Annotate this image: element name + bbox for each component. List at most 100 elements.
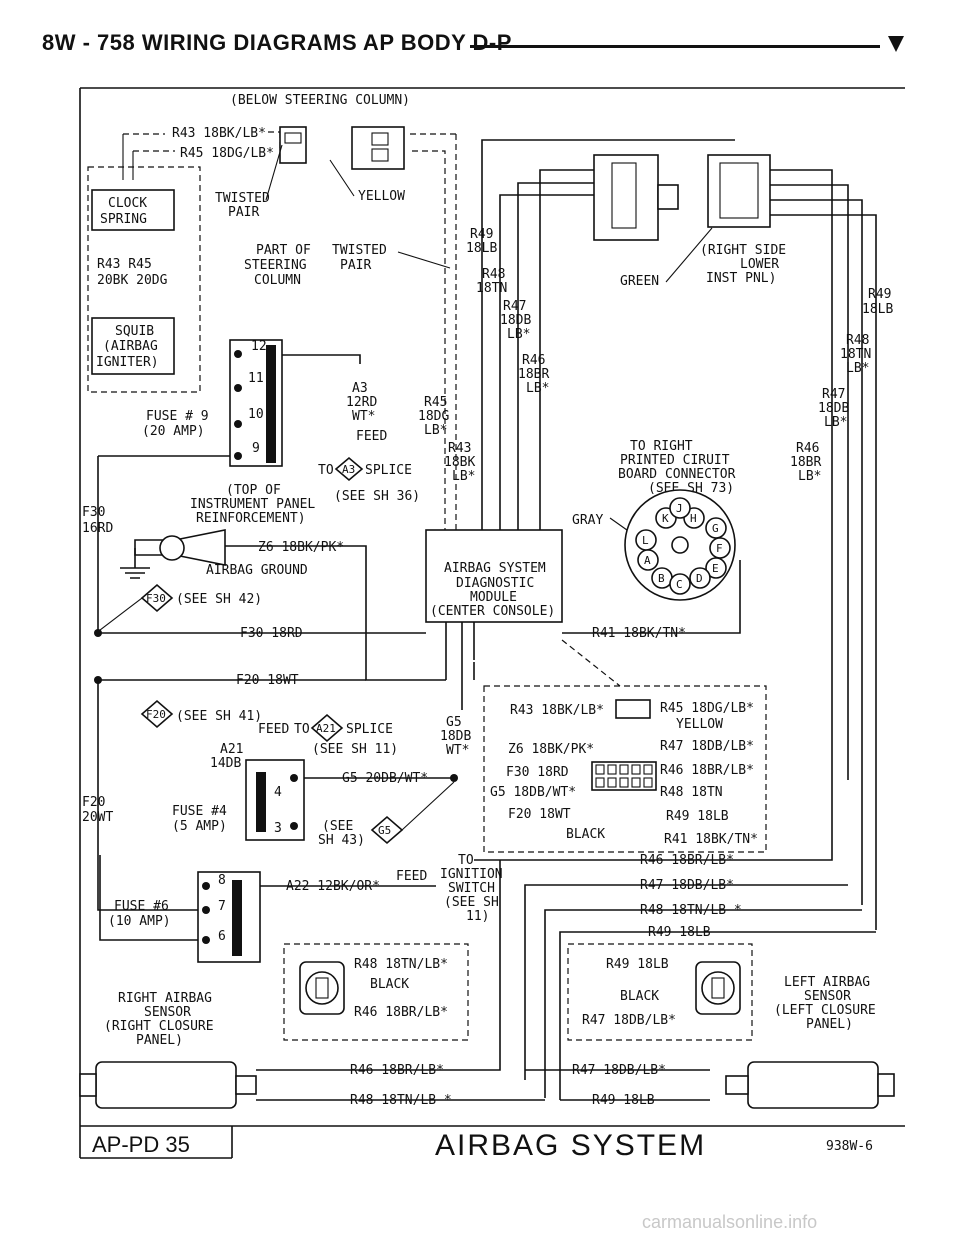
top-of-label-1: (TOP OF [226,483,281,498]
feed-a21-label: FEED [258,722,289,737]
leader-line [99,597,143,631]
c-black-label: BLACK [566,827,605,842]
c-r48-label: R48 18TN [660,785,723,800]
r48-label-1: R48 [482,267,505,282]
r43-mid-label-2: 18BK [444,455,475,470]
leader-line [265,144,283,201]
g5-20-label: G5 20DB/WT* [342,771,428,786]
ground-stud [159,535,185,561]
r46-right-label-3: LB* [798,469,821,484]
fuse12-wire [282,354,361,364]
pin-b: B [658,572,665,585]
module-connector-top-lock [615,699,651,719]
r48-run [544,909,862,1098]
connector-pin [284,132,302,144]
g5-label-3: WT* [446,743,469,758]
a21-tag-label: A21 [316,722,336,735]
pin-c: C [676,578,683,591]
module-connector-detail [483,685,767,853]
c-r43-label: R43 18BK/LB* [510,703,604,718]
fuse-block-middle [245,759,305,841]
a3-label-2: 12RD [346,395,377,410]
squib-box [91,317,175,375]
fuse9-label-2: (20 AMP) [142,424,205,439]
c-f20-label: F20 18WT [508,807,571,822]
c-r49-label: R49 18LB [666,809,729,824]
top-of-label-2: INSTRUMENT PANEL [190,497,315,512]
to-ign-label-2: IGNITION [440,867,503,882]
r46-right-wire [770,169,833,590]
to-ign-label-5: 11) [466,909,489,924]
see-sh43-label-2: SH 43) [318,833,365,848]
fuse-terminal [234,420,242,428]
c-f30-label: F30 18RD [506,765,569,780]
ls-label-3: (LEFT CLOSURE [774,1003,876,1018]
splice-dot [94,629,102,637]
see-sh43-label-1: (SEE [322,819,353,834]
module-label-2: DIAGNOSTIC [456,576,534,591]
r45-top-label: R45 18DG/LB* [180,146,274,161]
f20-tag-label: F20 [146,708,166,721]
right-sensor-connector-face [305,971,339,1005]
r43-mid-label-1: R43 [448,441,471,456]
page-title: 8W - 758 WIRING DIAGRAMS AP BODY D-P [42,30,512,55]
right-side-label-2: LOWER [740,257,779,272]
leader-line [397,251,451,269]
module-connector-face [591,761,657,791]
fuse-terminal [234,384,242,392]
gray-connector-pins: K H J G L F A E B C D [635,497,731,595]
b-r47-label: R47 18DB/LB* [572,1063,666,1078]
rs-r48-label: R48 18TN/LB* [354,957,448,972]
leader-line [401,781,455,831]
g5-tag-label: G5 [378,824,391,837]
top-of-label-3: REINFORCEMENT) [196,511,306,526]
left-sensor-plug [725,1075,749,1095]
fuse-9-label: 9 [252,441,260,456]
r46-label-1: R46 [522,353,545,368]
a3-tag-label: A3 [342,463,355,476]
r46-wire [539,169,595,530]
clock-spring-label-1: CLOCK [108,196,147,211]
c-g5-label: G5 18DB/WT* [490,785,576,800]
c-r46-label: R46 18BR/LB* [660,763,754,778]
f30-tag [140,583,174,613]
pin-f: F [716,542,723,555]
ls-r49-label: R49 18LB [606,957,669,972]
fuse-bus-bar [232,880,242,956]
to-right-label-1: TO RIGHT [630,439,693,454]
f30-label-1: F30 [82,505,105,520]
r49-wire [481,139,735,530]
r47-label-3: LB* [507,327,530,342]
clock-spring-enclosure [87,166,201,393]
connector-pin [371,148,389,162]
steering-connector-left [279,126,307,164]
r47-wire [517,182,600,530]
connector-latch [657,184,679,210]
r47-run [524,884,848,1080]
page-header: 8W - 758 WIRING DIAGRAMS AP BODY D-P [0,0,960,80]
rs-label-1: RIGHT AIRBAG [118,991,212,1006]
to-ign-label-4: (SEE SH [444,895,499,910]
g5-label-2: 18DB [440,729,471,744]
a3-label-3: WT* [352,409,375,424]
rs-label-3: (RIGHT CLOSURE [104,1019,214,1034]
right-side-label-3: INST PNL) [706,271,776,286]
a21-label-1: A21 [220,742,243,757]
ls-label-2: SENSOR [804,989,851,1004]
r43-top-label: R43 18BK/LB* [172,126,266,141]
left-sensor-detail [567,943,753,1041]
r46-label-3: LB* [526,381,549,396]
steering-connector-right [351,126,405,170]
r48-right-wire [770,199,863,905]
fuse6-label-1: FUSE #6 [114,899,169,914]
r47-right-label-3: LB* [824,415,847,430]
header-rule [470,45,880,48]
ls-label-1: LEFT AIRBAG [784,975,870,990]
right-side-label-1: (RIGHT SIDE [700,243,786,258]
f20-vertical-wire [97,680,230,911]
clock-spring-label-2: SPRING [100,212,147,227]
splice-label: SPLICE [365,463,412,478]
b-r46-label: R46 18BR/LB* [350,1063,444,1078]
r49-run [559,931,876,1100]
